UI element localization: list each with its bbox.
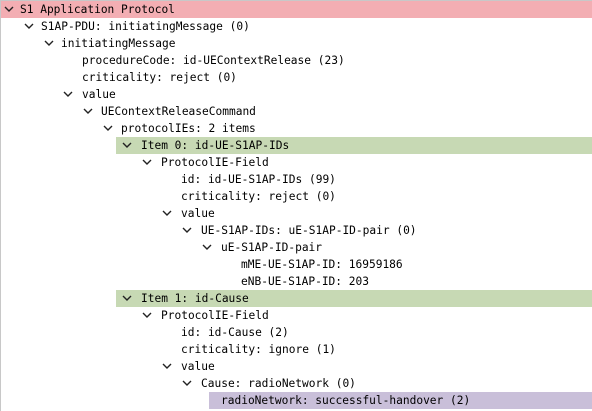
tree-row-label: Cause: radioNetwork (0)	[201, 377, 356, 390]
chevron-down-icon[interactable]	[182, 222, 194, 239]
tree-row-label: UE-S1AP-IDs: uE-S1AP-ID-pair (0)	[201, 224, 417, 237]
tree-row-label: Item 0: id-UE-S1AP-IDs	[141, 139, 290, 152]
tree-row-id[interactable]: id: id-UE-S1AP-IDs (99)	[1, 171, 592, 188]
chevron-down-icon[interactable]	[83, 103, 95, 120]
tree-row-label: protocolIEs: 2 items	[121, 122, 256, 135]
tree-row-protocol-ie-field[interactable]: ProtocolIE-Field	[1, 154, 592, 171]
chevron-down-icon[interactable]	[122, 137, 134, 154]
tree-row-label: mME-UE-S1AP-ID: 16959186	[241, 258, 403, 271]
tree-row-label: criticality: ignore (1)	[181, 343, 336, 356]
tree-row-label: value	[181, 360, 215, 373]
tree-row-label: UEContextReleaseCommand	[101, 105, 256, 118]
tree-row-criticality[interactable]: criticality: reject (0)	[1, 188, 592, 205]
tree-row-item-1[interactable]: Item 1: id-Cause	[1, 290, 592, 307]
chevron-down-icon[interactable]	[142, 307, 154, 324]
tree-row-value[interactable]: value	[1, 358, 592, 375]
tree-row-label: criticality: reject (0)	[82, 71, 237, 84]
chevron-down-icon[interactable]	[24, 18, 36, 35]
chevron-down-icon[interactable]	[4, 1, 16, 18]
tree-row-criticality[interactable]: criticality: reject (0)	[1, 69, 592, 86]
tree-row-label: id: id-UE-S1AP-IDs (99)	[181, 173, 336, 186]
tree-row-ue-s1ap-id-pair[interactable]: uE-S1AP-ID-pair	[1, 239, 592, 256]
tree-row-label: eNB-UE-S1AP-ID: 203	[241, 275, 369, 288]
chevron-down-icon[interactable]	[122, 290, 134, 307]
tree-row-label: value	[82, 88, 116, 101]
tree-row-procedure-code[interactable]: procedureCode: id-UEContextRelease (23)	[1, 52, 592, 69]
tree-row-label: S1 Application Protocol	[20, 3, 175, 16]
tree-row-initiating-message[interactable]: initiatingMessage	[1, 35, 592, 52]
tree-row-label: initiatingMessage	[61, 37, 176, 50]
tree-row-item-0[interactable]: Item 0: id-UE-S1AP-IDs	[1, 137, 592, 154]
chevron-down-icon[interactable]	[44, 35, 56, 52]
tree-row-protocol-ie-field[interactable]: ProtocolIE-Field	[1, 307, 592, 324]
tree-row-criticality[interactable]: criticality: ignore (1)	[1, 341, 592, 358]
chevron-down-icon[interactable]	[162, 358, 174, 375]
chevron-down-icon[interactable]	[142, 154, 154, 171]
chevron-down-icon[interactable]	[63, 86, 75, 103]
chevron-down-icon[interactable]	[162, 205, 174, 222]
tree-row-enb-ue-s1ap-id[interactable]: eNB-UE-S1AP-ID: 203	[1, 273, 592, 290]
tree-row-radio-network[interactable]: radioNetwork: successful-handover (2)	[1, 392, 592, 409]
tree-row-label: uE-S1AP-ID-pair	[221, 241, 323, 254]
tree-row-label: procedureCode: id-UEContextRelease (23)	[82, 54, 345, 67]
tree-row-value[interactable]: value	[1, 86, 592, 103]
tree-row-value[interactable]: value	[1, 205, 592, 222]
tree-row-mme-ue-s1ap-id[interactable]: mME-UE-S1AP-ID: 16959186	[1, 256, 592, 273]
tree-row-label: criticality: reject (0)	[181, 190, 336, 203]
chevron-down-icon[interactable]	[202, 239, 214, 256]
tree-row-label: radioNetwork: successful-handover (2)	[221, 394, 471, 407]
tree-row-ue-s1ap-ids[interactable]: UE-S1AP-IDs: uE-S1AP-ID-pair (0)	[1, 222, 592, 239]
tree-row-protocol-ies[interactable]: protocolIEs: 2 items	[1, 120, 592, 137]
tree-row-label: id: id-Cause (2)	[181, 326, 289, 339]
tree-row-id[interactable]: id: id-Cause (2)	[1, 324, 592, 341]
chevron-down-icon[interactable]	[103, 120, 115, 137]
tree-row-label: ProtocolIE-Field	[161, 156, 269, 169]
tree-row-label: S1AP-PDU: initiatingMessage (0)	[41, 20, 250, 33]
tree-row-label: Item 1: id-Cause	[141, 292, 249, 305]
tree-row-label: value	[181, 207, 215, 220]
tree-row-cause[interactable]: Cause: radioNetwork (0)	[1, 375, 592, 392]
tree-row-s1ap-pdu[interactable]: S1AP-PDU: initiatingMessage (0)	[1, 18, 592, 35]
tree-row-label: ProtocolIE-Field	[161, 309, 269, 322]
tree-row-ue-context-release-command[interactable]: UEContextReleaseCommand	[1, 103, 592, 120]
tree-row-s1ap[interactable]: S1 Application Protocol	[1, 1, 592, 18]
chevron-down-icon[interactable]	[182, 375, 194, 392]
